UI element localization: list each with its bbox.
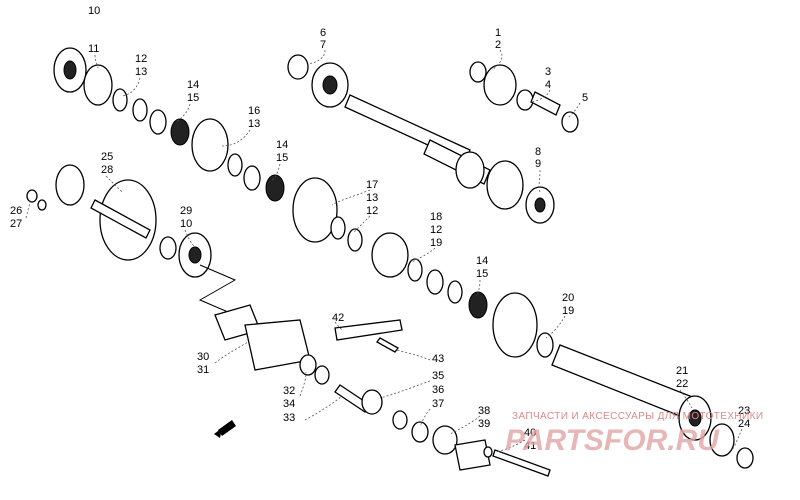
label-13: 13 [248,118,260,130]
label-2: 2 [495,39,501,51]
label-22: 22 [676,378,688,390]
label-34: 34 [283,398,295,410]
label-40: 40 [524,427,536,439]
output-bearing-21-24 [678,395,754,469]
label-15: 15 [187,92,199,104]
left-gear-cluster [53,47,285,202]
label-32: 32 [283,385,295,397]
part-labels: 1 2 3 4 5 6 7 8 9 10 11 12 13 14 15 16 1… [10,5,750,452]
label-38: 38 [478,405,490,417]
label-19: 19 [430,237,442,249]
direction-arrow-icon [214,420,236,438]
label-1: 1 [495,27,501,39]
leader-lines [25,49,743,453]
label-41: 41 [524,440,536,452]
label-11: 11 [88,43,99,55]
label-18: 18 [430,211,442,223]
label-14: 14 [476,255,488,267]
label-26: 26 [10,205,22,217]
label-29: 29 [180,205,192,217]
label-27: 27 [10,218,22,230]
countershaft-gear [26,164,212,278]
watermark-logo: PARTSFOR.RU [505,424,720,457]
label-16: 16 [248,105,260,117]
drive-gear-35-37 [361,389,429,443]
label-28: 28 [101,164,113,176]
watermark: ЗАПЧАСТИ И АКСЕССУАРЫ ДЛЯ МОТОТЕХНИКИ PA… [505,411,763,457]
label-17: 17 [366,179,378,191]
label-24: 24 [738,418,750,430]
label-9: 9 [535,158,541,170]
label-12: 12 [366,205,378,217]
gear-1-2 [469,61,579,133]
label-42: 42 [332,312,344,324]
label-4: 4 [545,79,551,91]
label-13: 13 [366,192,378,204]
label-39: 39 [478,418,490,430]
label-10: 10 [180,218,192,230]
label-14: 14 [187,79,199,91]
label-43: 43 [432,353,444,365]
label-30: 30 [197,351,209,363]
label-10: 10 [88,5,100,17]
middle-gear-cluster [292,177,554,358]
bearing-6-7 [287,54,349,108]
label-37: 37 [432,398,444,410]
label-7: 7 [320,39,326,51]
label-12: 12 [135,53,147,65]
label-15: 15 [476,268,488,280]
label-33: 33 [283,412,295,424]
label-23: 23 [738,405,750,417]
label-3: 3 [545,66,551,78]
label-8: 8 [535,146,541,158]
label-15: 15 [276,152,288,164]
housing-assembly [198,264,371,413]
label-14: 14 [276,139,288,151]
label-21: 21 [676,365,688,377]
label-36: 36 [432,384,444,396]
cover-plate-38-41 [432,425,551,477]
label-5: 5 [582,92,588,104]
watermark-text: ЗАПЧАСТИ И АКСЕССУАРЫ ДЛЯ МОТОТЕХНИКИ [512,411,763,422]
label-20: 20 [562,292,574,304]
label-13: 13 [135,66,147,78]
label-19: 19 [562,305,574,317]
label-6: 6 [320,27,326,39]
gear-8-9 [455,151,555,224]
label-35: 35 [432,370,444,382]
shift-pin-42-43 [334,319,403,353]
label-12: 12 [430,224,442,236]
label-25: 25 [101,151,113,163]
label-31: 31 [197,364,209,376]
